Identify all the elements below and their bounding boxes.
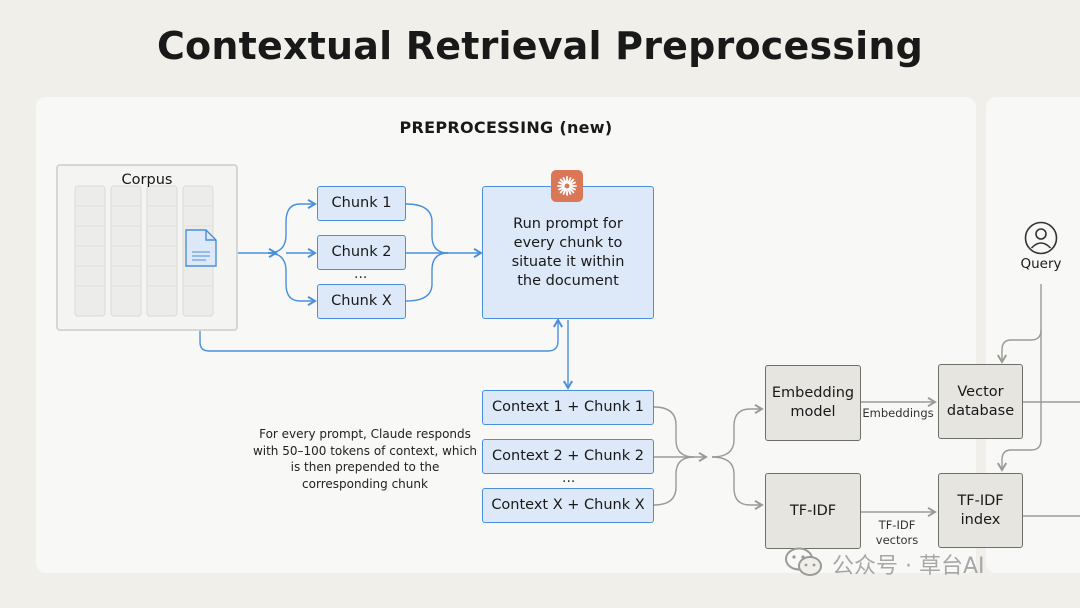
wechat-icon: [785, 547, 822, 576]
section-title: PREPROCESSING (new): [399, 118, 613, 137]
document-icon: [185, 229, 217, 267]
corpus-label: Corpus: [121, 172, 173, 188]
chunk-ellipsis: ...: [354, 266, 368, 282]
context-2-box: Context 2 + Chunk 2: [482, 439, 654, 474]
user-icon: [1024, 221, 1058, 255]
embedding-model-box: Embedding model: [765, 365, 861, 441]
query-label: Query: [1020, 256, 1062, 272]
chunk-x-box: Chunk X: [317, 284, 406, 319]
claude-note: For every prompt, Claude responds with 5…: [252, 427, 478, 491]
chunk-1-box: Chunk 1: [317, 186, 406, 221]
prompt-box: Run prompt for every chunk to situate it…: [482, 186, 654, 319]
embeddings-label: Embeddings: [862, 406, 934, 420]
context-x-box: Context X + Chunk X: [482, 488, 654, 523]
context-ellipsis: ...: [562, 470, 576, 486]
tfidf-vectors-label: TF-IDF vectors: [875, 518, 919, 547]
tfidf-index-box: TF-IDF index: [938, 473, 1023, 548]
tfidf-box: TF-IDF: [765, 473, 861, 549]
corpus-documents: [74, 185, 214, 317]
context-1-box: Context 1 + Chunk 1: [482, 390, 654, 425]
chunk-2-box: Chunk 2: [317, 235, 406, 270]
page-title: Contextual Retrieval Preprocessing: [156, 24, 924, 68]
claude-logo-icon: [551, 170, 583, 202]
watermark-text: 公众号 · 草台AI: [832, 554, 985, 579]
vector-database-box: Vector database: [938, 364, 1023, 439]
